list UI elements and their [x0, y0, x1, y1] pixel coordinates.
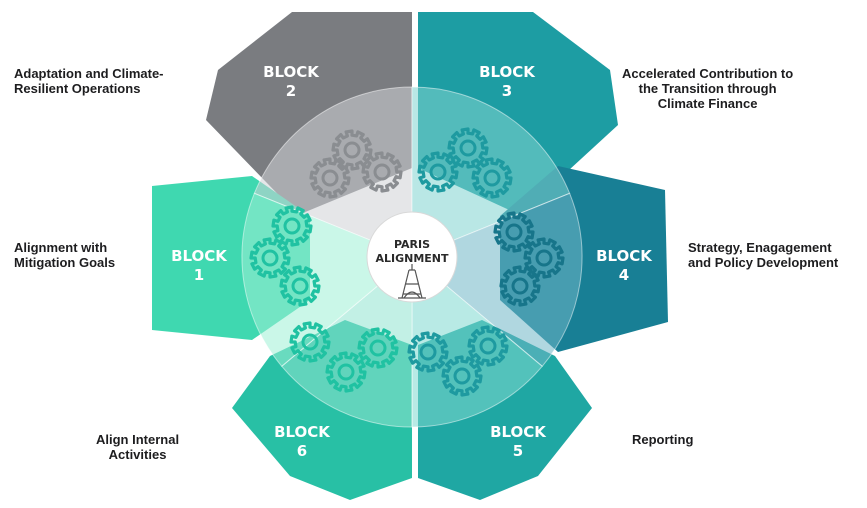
block-3-label: Accelerated Contribution to the Transiti…: [622, 66, 793, 111]
block-2-label-line: Resilient Operations: [14, 81, 141, 96]
block-6-label-line: Activities: [108, 447, 167, 462]
gear-icon: [309, 157, 351, 199]
gear-icon: [331, 129, 373, 171]
block-6-number: 6: [297, 442, 307, 460]
block-3-label-line: Accelerated Contribution to: [622, 66, 794, 81]
gear-icon: [271, 205, 313, 247]
block-4-label-line: Strategy, Enagagement: [688, 240, 832, 255]
block-1-word: BLOCK: [171, 247, 228, 265]
block-4-word: BLOCK: [596, 247, 653, 265]
block-5-label: Reporting: [632, 432, 693, 447]
block-2-number: 2: [286, 82, 296, 100]
gear-icon: [417, 151, 459, 193]
block-3-word: BLOCK: [479, 63, 536, 81]
center-title-line2: ALIGNMENT: [375, 252, 449, 265]
block-3-label-line: Climate Finance: [657, 96, 758, 111]
sector-block-6: [281, 255, 413, 428]
block-5-label-line: Reporting: [632, 432, 694, 447]
gear-icon: [289, 321, 331, 363]
block-1-label-line: Alignment with: [14, 240, 108, 255]
block-2-word: BLOCK: [263, 63, 320, 81]
block-4-number: 4: [619, 266, 629, 284]
gear-icon: [279, 265, 321, 307]
center-circle: [366, 211, 458, 303]
sector-block-1: [241, 192, 413, 367]
block-1-label-line: Mitigation Goals: [14, 255, 116, 270]
eiffel-tower-icon: [398, 264, 426, 299]
block-2-label: Adaptation and Climate- Resilient Operat…: [14, 66, 164, 96]
block-5-word: BLOCK: [490, 423, 547, 441]
block-1-label: Alignment with Mitigation Goals: [14, 240, 115, 270]
block-1-number: 1: [194, 266, 204, 284]
gear-icon: [361, 151, 403, 193]
gear-icon: [499, 265, 541, 307]
gear-icon: [493, 211, 535, 253]
block-6-word: BLOCK: [274, 423, 331, 441]
gear-icon: [407, 331, 449, 373]
center-title-line1: PARIS: [394, 238, 430, 251]
sector-block-4: [411, 192, 583, 367]
block-3-label-line: the Transition through: [638, 81, 777, 96]
gear-icon: [325, 351, 367, 393]
gear-icon: [357, 327, 399, 369]
block-6-label-line: Align Internal: [96, 432, 180, 447]
gear-icon: [523, 237, 565, 279]
block-4-label: Strategy, Enagagement and Policy Develop…: [688, 240, 838, 270]
block-3-number: 3: [502, 82, 512, 100]
gear-icon: [471, 157, 513, 199]
gear-icon: [467, 325, 509, 367]
block-2-label-line: Adaptation and Climate-: [14, 66, 164, 81]
block-4-label-line: and Policy Development: [688, 255, 839, 270]
block-6-label: Align Internal Activities: [96, 432, 179, 462]
gear-icon: [441, 355, 483, 397]
block-5-number: 5: [513, 442, 523, 460]
gear-icon: [447, 127, 489, 169]
gear-icon: [249, 237, 291, 279]
